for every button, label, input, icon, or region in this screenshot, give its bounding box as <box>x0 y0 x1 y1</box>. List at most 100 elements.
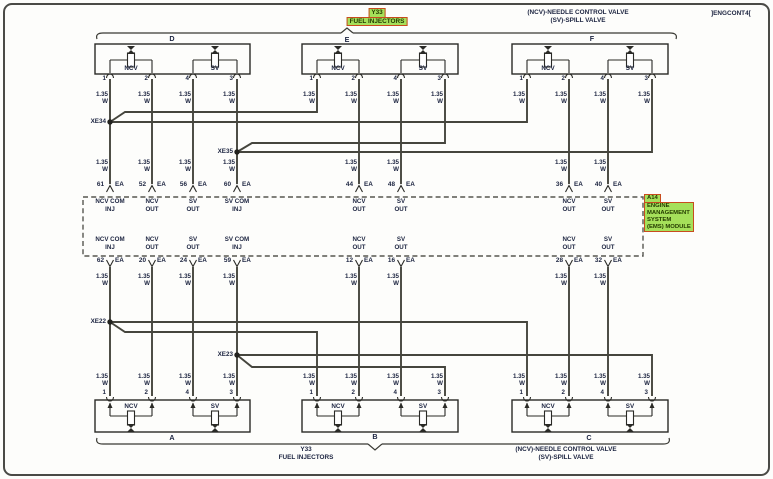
module-pin-number: 48 <box>387 181 395 188</box>
splice-label-xe34: XE34 <box>90 118 106 125</box>
wire-size-label: 1.35 W <box>637 373 650 387</box>
injector-block-f <box>511 43 669 79</box>
wire-size-label: 1.35 W <box>386 273 399 287</box>
connector-letter-a: A <box>169 433 175 442</box>
valve-label-sv: SV <box>625 403 635 410</box>
module-pin-function: SV OUT <box>186 236 200 251</box>
module-bottom-pin-carets <box>106 259 612 268</box>
module-pin-function: NCV OUT <box>145 236 159 251</box>
valve-label-ncv: NCV <box>124 65 138 72</box>
bottom-harness-wires <box>107 267 653 396</box>
wire-size-label: 1.35 W <box>222 159 235 173</box>
module-pin-function: NCV OUT <box>352 236 366 251</box>
splice-bus-xe35 <box>236 142 652 153</box>
injector-block-d <box>94 43 251 79</box>
pin-number: 1 <box>309 75 313 82</box>
terminal-code: EA <box>574 257 583 264</box>
wire-size-label: 1.35 W <box>593 159 606 173</box>
terminal-code: EA <box>198 257 207 264</box>
module-pin-number: 28 <box>555 257 563 264</box>
splice-bus-xe22 <box>109 321 527 333</box>
pin-number: 2 <box>351 75 355 82</box>
injector-block-b <box>301 396 459 433</box>
bottom-connector-bracket <box>96 437 670 451</box>
wire-size-label: 1.35 W <box>95 159 108 173</box>
module-pin-function: SV OUT <box>601 198 615 213</box>
module-pin-number: 59 <box>223 257 231 264</box>
wire-size-label: 1.35 W <box>512 373 525 387</box>
module-pin-number: 52 <box>138 181 146 188</box>
terminal-code: EA <box>574 181 583 188</box>
terminal-code: EA <box>406 181 415 188</box>
connector-letter-d: D <box>169 33 175 43</box>
page-ref: ]ENGCONT4[ <box>711 10 751 17</box>
wire-size-label: 1.35 W <box>554 91 567 105</box>
module-pin-function: NCV OUT <box>352 198 366 213</box>
wire-size-label: 1.35 W <box>302 373 315 387</box>
module-pin-number: 40 <box>594 181 602 188</box>
ems-module-tag: A14 ENGINE MANAGEMENT SYSTEM (EMS) MODUL… <box>644 194 694 232</box>
module-pin-number: 16 <box>387 257 395 264</box>
wire-size-label: 1.35 W <box>554 273 567 287</box>
diagram-frame <box>3 3 770 476</box>
module-pin-number: 32 <box>594 257 602 264</box>
module-pin-number: 36 <box>555 181 563 188</box>
fuel-injectors-tag-name: FUEL INJECTORS <box>346 16 408 27</box>
module-pin-number: 20 <box>138 257 146 264</box>
pin-number: 1 <box>102 75 106 82</box>
wire-size-label: 1.35 W <box>222 273 235 287</box>
valve-label-sv: SV <box>418 403 428 410</box>
wire-size-label: 1.35 W <box>344 91 357 105</box>
wire-size-label: 1.35 W <box>554 159 567 173</box>
pin-number: 1 <box>519 75 523 82</box>
module-pin-function: SV COM INJ <box>224 236 250 251</box>
module-pin-function: SV OUT <box>394 198 408 213</box>
wire-size-label: 1.35 W <box>222 91 235 105</box>
wire-size-label: 1.35 W <box>178 273 191 287</box>
module-pin-number: 62 <box>96 257 104 264</box>
wire-size-label: 1.35 W <box>302 91 315 105</box>
pin-number: 2 <box>144 389 148 396</box>
splice-bus-xe23 <box>236 354 652 368</box>
top-connector-bracket <box>96 27 677 40</box>
footer-injector-label: Y33 FUEL INJECTORS <box>278 446 334 461</box>
connector-letter-c: C <box>586 433 592 442</box>
injector-block-a <box>94 396 251 433</box>
wire-size-label: 1.35 W <box>430 373 443 387</box>
module-pin-function: NCV COM INJ <box>95 236 125 251</box>
module-pin-function: SV OUT <box>601 236 615 251</box>
splice-dot-xe23 <box>234 352 240 358</box>
splice-label-xe35: XE35 <box>217 148 233 155</box>
pin-number: 4 <box>185 389 189 396</box>
splice-label-xe23: XE23 <box>217 351 233 358</box>
valve-label-sv: SV <box>210 65 220 72</box>
wire-size-label: 1.35 W <box>386 159 399 173</box>
terminal-code: EA <box>242 181 251 188</box>
wire-size-label: 1.35 W <box>430 91 443 105</box>
valve-label-ncv: NCV <box>331 403 345 410</box>
valve-label-ncv: NCV <box>331 65 345 72</box>
module-top-pin-carets <box>106 184 612 193</box>
injector-block-e <box>301 43 459 79</box>
splice-bus-xe34 <box>109 111 527 123</box>
wire-size-label: 1.35 W <box>222 373 235 387</box>
wire-size-label: 1.35 W <box>178 373 191 387</box>
pin-number: 3 <box>437 75 441 82</box>
pin-number: 3 <box>229 75 233 82</box>
pin-number: 4 <box>393 75 397 82</box>
wire-size-label: 1.35 W <box>386 373 399 387</box>
wire-size-label: 1.35 W <box>95 91 108 105</box>
pin-number: 1 <box>309 389 313 396</box>
terminal-code: EA <box>157 181 166 188</box>
splice-label-xe22: XE22 <box>90 318 106 325</box>
pin-number: 4 <box>185 75 189 82</box>
splice-dot-xe35 <box>234 149 240 155</box>
valve-legend-bottom: (NCV)-NEEDLE CONTROL VALVE (SV)-SPILL VA… <box>515 446 617 461</box>
pin-number: 4 <box>600 389 604 396</box>
wire-size-label: 1.35 W <box>137 373 150 387</box>
valve-legend-top: (NCV)-NEEDLE CONTROL VALVE (SV)-SPILL VA… <box>527 9 629 24</box>
terminal-code: EA <box>157 257 166 264</box>
wire-size-label: 1.35 W <box>512 91 525 105</box>
terminal-code: EA <box>406 257 415 264</box>
wire-size-label: 1.35 W <box>344 373 357 387</box>
